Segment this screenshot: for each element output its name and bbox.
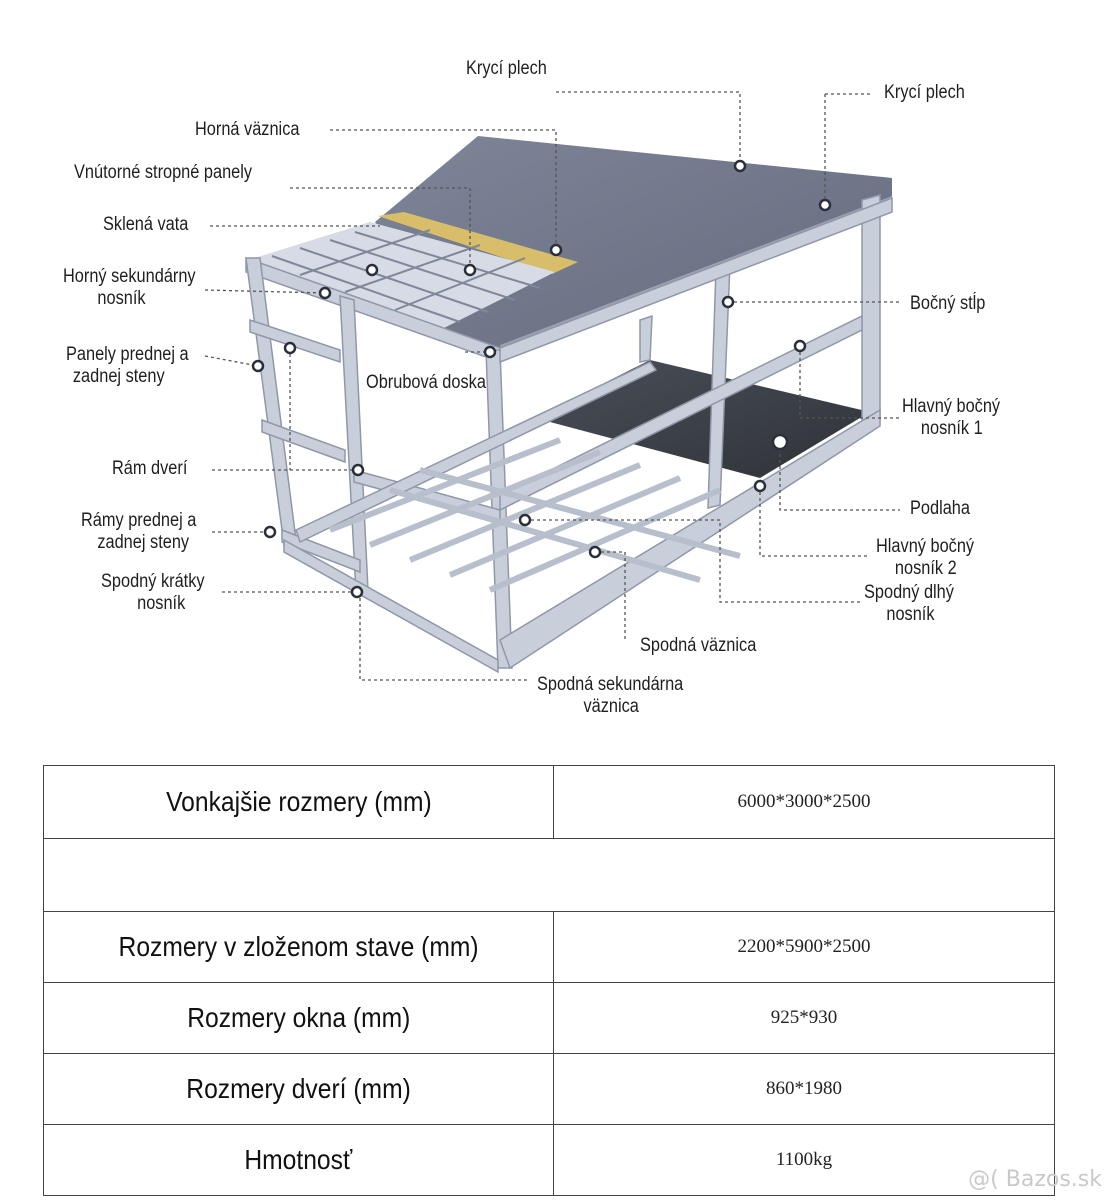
label-podlaha: Podlaha bbox=[910, 498, 970, 519]
label-line-1: Horný sekundárny bbox=[63, 266, 196, 287]
container-frame-illustration bbox=[204, 91, 900, 681]
label-spodny-kratky-nosnik: Spodný krátky nosník bbox=[101, 571, 205, 615]
roof-grid-area bbox=[248, 222, 555, 330]
label-spodna-vaznica: Spodná väznica bbox=[640, 635, 757, 656]
label-line-1: Hlavný bočný bbox=[876, 536, 975, 557]
label-line-2: nosník 1 bbox=[920, 418, 983, 439]
label-spodny-dlhy-nosnik: Spodný dlhý nosník bbox=[864, 582, 954, 626]
leader-lines bbox=[204, 91, 900, 681]
spec-value: 925*930 bbox=[553, 982, 1055, 1054]
table-row: Rozmery v zloženom stave (mm) 2200*5900*… bbox=[43, 911, 1055, 983]
label-line-2: zadnej steny bbox=[72, 366, 165, 387]
table-row: Rozmery dverí (mm) 860*1980 bbox=[43, 1053, 1055, 1125]
label-line-1: Hlavný bočný bbox=[902, 396, 1001, 417]
label-line-2: nosník 2 bbox=[894, 558, 957, 579]
label-line-1: Spodný dlhý bbox=[864, 582, 954, 603]
label-line-1: Panely prednej a bbox=[66, 344, 189, 365]
container-frame-diagram: Krycí plech Krycí plech Horná väznica Vn… bbox=[63, 58, 1000, 718]
table-row: Hmotnosť 1100kg bbox=[43, 1124, 1055, 1196]
label-line-2: zadnej steny bbox=[97, 532, 190, 553]
label-line-2: nosník bbox=[97, 288, 146, 309]
label-line-2: nosník bbox=[886, 604, 935, 625]
glass-wool-strip bbox=[378, 212, 578, 274]
roof-secondary-beams bbox=[271, 229, 541, 323]
label-line-1: Rámy prednej a bbox=[81, 510, 197, 531]
label-horny-sekundarny-nosnik: Horný sekundárny nosník bbox=[63, 266, 196, 310]
label-bocny-stlp: Bočný stĺp bbox=[910, 293, 986, 314]
label-ramy-prednej-zadnej-steny: Rámy prednej a zadnej steny bbox=[81, 510, 196, 554]
spec-value: 6000*3000*2500 bbox=[553, 765, 1055, 839]
indicator-dots bbox=[251, 159, 832, 599]
bazos-watermark: @( Bazos.sk bbox=[968, 1167, 1102, 1192]
label-sklena-vata: Sklená vata bbox=[103, 214, 189, 235]
spec-label: Rozmery v zloženom stave (mm) bbox=[43, 911, 554, 983]
spec-label: Hmotnosť bbox=[43, 1124, 554, 1196]
table-row: Rozmery okna (mm) 925*930 bbox=[43, 982, 1055, 1054]
spec-label: Vonkajšie rozmery (mm) bbox=[43, 765, 554, 839]
label-spodna-sekundarna-vaznica: Spodná sekundárna väznica bbox=[537, 674, 683, 718]
specs-table: Vonkajšie rozmery (mm) 6000*3000*2500 Ro… bbox=[43, 765, 1055, 1196]
spec-value: 2200*5900*2500 bbox=[553, 911, 1055, 983]
spec-value: 1100kg bbox=[553, 1124, 1055, 1196]
label-line-2: nosník bbox=[137, 593, 186, 614]
label-panely-prednej-zadnej-steny: Panely prednej a zadnej steny bbox=[66, 344, 189, 388]
spec-label: Rozmery okna (mm) bbox=[43, 982, 554, 1054]
label-vnutorne-stropne-panely: Vnútorné stropné panely bbox=[74, 162, 253, 183]
spec-empty-row bbox=[43, 838, 1055, 912]
label-kryci-plech-top: Krycí plech bbox=[466, 58, 547, 79]
floor-panel bbox=[535, 360, 870, 478]
label-line-1: Spodný krátky bbox=[101, 571, 205, 592]
table-row bbox=[43, 838, 1055, 912]
table-row: Vonkajšie rozmery (mm) 6000*3000*2500 bbox=[43, 765, 1055, 839]
spec-value: 860*1980 bbox=[553, 1053, 1055, 1125]
label-line-2: väznica bbox=[583, 696, 639, 717]
label-obrubova-doska: Obrubová doska bbox=[366, 372, 486, 393]
floor-joists bbox=[328, 437, 741, 593]
label-line-1: Spodná sekundárna bbox=[537, 674, 684, 695]
label-hlavny-bocny-nosnik-1: Hlavný bočný nosník 1 bbox=[902, 396, 1000, 440]
spec-label: Rozmery dverí (mm) bbox=[43, 1053, 554, 1125]
steel-frame bbox=[245, 194, 893, 674]
label-horna-vaznica: Horná väznica bbox=[195, 119, 300, 140]
label-ram-dveri: Rám dverí bbox=[112, 458, 188, 479]
label-kryci-plech-right: Krycí plech bbox=[884, 82, 965, 103]
roof-cover-plate bbox=[375, 136, 892, 355]
label-hlavny-bocny-nosnik-2: Hlavný bočný nosník 2 bbox=[876, 536, 974, 580]
